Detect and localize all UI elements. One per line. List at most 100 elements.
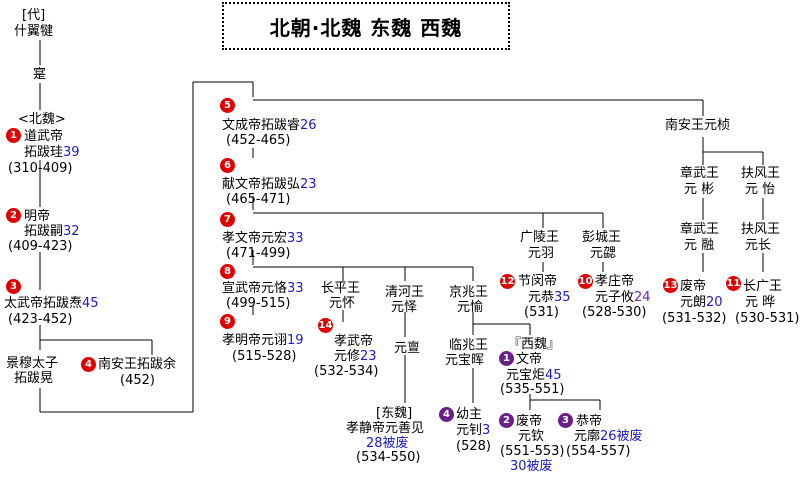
person-jingmu-name: 拓跋晃 [14,371,54,386]
person-pengcheng-name: 元勰 [590,246,617,261]
person-feidi1-note: 30被废 [510,459,553,474]
person-daowu-age: 39 [63,145,80,160]
label-beiwei: <北魏> [18,112,66,127]
person-zhangwu2-name: 元 融 [684,238,715,253]
person-xiaozhuang-title: 孝庄帝 [595,274,635,289]
label-xiwei: 『西魏』 [508,337,561,352]
person-xiaoming-age: 19 [287,333,304,348]
person-xiaoming-name: 孝明帝元诩 [222,333,288,348]
person-xiaojing-note: 28被废 [366,436,409,451]
badge-5: 5 [220,98,235,113]
person-xiaozhuang-age: 24 [634,290,651,305]
badge-3: 3 [6,279,21,294]
person-zhangwu2-title: 章武王 [680,222,720,237]
badge-10: 10 [578,274,593,289]
person-qinghe-title: 清河王 [385,285,425,300]
person-gongdi-name: 元廓 [574,429,601,444]
person-changguang-name: 元 晔 [745,295,776,310]
person-youzhu-age: 3 [482,423,491,438]
person-jiemin-years: (531) [524,305,559,320]
badge-xw-3: 3 [558,413,573,428]
badge-12: 12 [500,274,515,289]
person-wencheng-years: (452-465) [226,133,291,148]
person-xiaowu-age: 23 [360,349,377,364]
badge-1: 1 [6,128,21,143]
person-wendi-xw-title: 文帝 [516,352,543,367]
person-wendi-xw-name: 元宝炬 [506,368,546,383]
person-xiaoming-years: (515-528) [232,349,297,364]
person-nanan-years: (452) [120,373,155,388]
person-jingzhao-title: 京兆王 [449,285,489,300]
badge-13: 13 [663,278,678,293]
person-daowu-title: 道武帝 [24,129,64,144]
person-feidi1-years: (551-553) [500,444,565,459]
person-wencheng-name: 文成帝拓跋睿 [222,118,301,133]
person-jiemin-title: 节闵帝 [518,274,558,289]
person-yuanxuan: 元亶 [394,341,421,356]
person-youzhu-name: 元钊 [456,423,483,438]
person-feidi1-title: 废帝 [516,414,543,429]
person-xiaozhuang-years: (528-530) [582,305,647,320]
person-fufeng2-name: 元长 [745,238,772,253]
person-wendi-xw-years: (535-551) [500,382,565,397]
badge-14: 14 [318,318,333,333]
person-xiaowen-name: 孝文帝元宏 [222,231,288,246]
person-fufeng2-title: 扶风王 [741,222,781,237]
person-pengcheng-title: 彭城王 [582,230,622,245]
person-jiemin-name: 元恭 [528,290,555,305]
person-fufeng1-name: 元 怡 [745,182,776,197]
person-gongdi-note: 26被废 [600,429,643,444]
person-xiaozhuang-name: 元子攸 [595,290,635,305]
person-xiaojing-years: (534-550) [356,450,421,465]
person-xuanwu-age: 33 [287,281,304,296]
person-xianwen-years: (465-471) [226,192,291,207]
person-taiwu-name: 太武帝拓跋焘 [4,296,83,311]
label-dai: [代] [22,8,46,23]
label-shiyijian: 什翼犍 [14,24,54,39]
title-banner: 北朝·北魏 东魏 西魏 [222,2,510,50]
person-wendi-xw-age: 45 [545,368,562,383]
label-dongwei: [东魏] [376,406,413,421]
person-youzhu-years: (528) [456,439,491,454]
person-linzhao-name: 元宝晖 [445,353,485,368]
person-youzhu-title: 幼主 [456,407,483,422]
badge-2: 2 [6,208,21,223]
person-fufeng1-title: 扶风王 [741,166,781,181]
person-jingzhao-name: 元愉 [457,300,484,315]
person-xianwen-age: 23 [300,177,317,192]
badge-11: 11 [726,276,741,291]
person-daowu-years: (310-409) [8,161,73,176]
badge-9: 9 [220,314,235,329]
badge-6: 6 [220,158,235,173]
person-xuanwu-name: 宣武帝元恪 [222,281,288,296]
person-changping-name: 元怀 [329,296,356,311]
person-xiaowu-years: (532-534) [314,364,379,379]
person-gongdi-title: 恭帝 [576,414,603,429]
person-linzhao-title: 临兆王 [449,338,489,353]
badge-xw-2: 2 [499,413,514,428]
badge-7: 7 [220,212,235,227]
person-xiaowu-name: 元修 [334,349,361,364]
person-feidi2-years: (531-532) [662,311,727,326]
badge-8: 8 [220,264,235,279]
person-mingdi-title: 明帝 [24,209,51,224]
person-changping-title: 长平王 [321,281,361,296]
badge-xw-1: 1 [499,351,514,366]
person-jingmu-title: 景穆太子 [6,356,59,371]
person-qinghe-name: 元怿 [391,300,418,315]
person-feidi1-name: 元钦 [518,429,545,444]
person-mingdi-name: 拓跋嗣 [24,224,64,239]
person-xiaowen-years: (471-499) [226,246,291,261]
person-xiaowen-age: 33 [287,231,304,246]
person-zhangwu1-name: 元 彬 [684,182,715,197]
chart-title: 北朝·北魏 东魏 西魏 [269,15,463,40]
person-jiemin-age: 35 [554,290,571,305]
person-gongdi-years: (554-557) [566,444,631,459]
person-guangling-name: 元羽 [528,246,555,261]
person-taiwu-years: (423-452) [8,312,73,327]
badge-dw-4: 4 [439,407,454,422]
badge-4: 4 [81,357,96,372]
person-xianwen-name: 献文帝拓跋弘 [222,177,301,192]
person-wencheng-age: 26 [300,118,317,133]
